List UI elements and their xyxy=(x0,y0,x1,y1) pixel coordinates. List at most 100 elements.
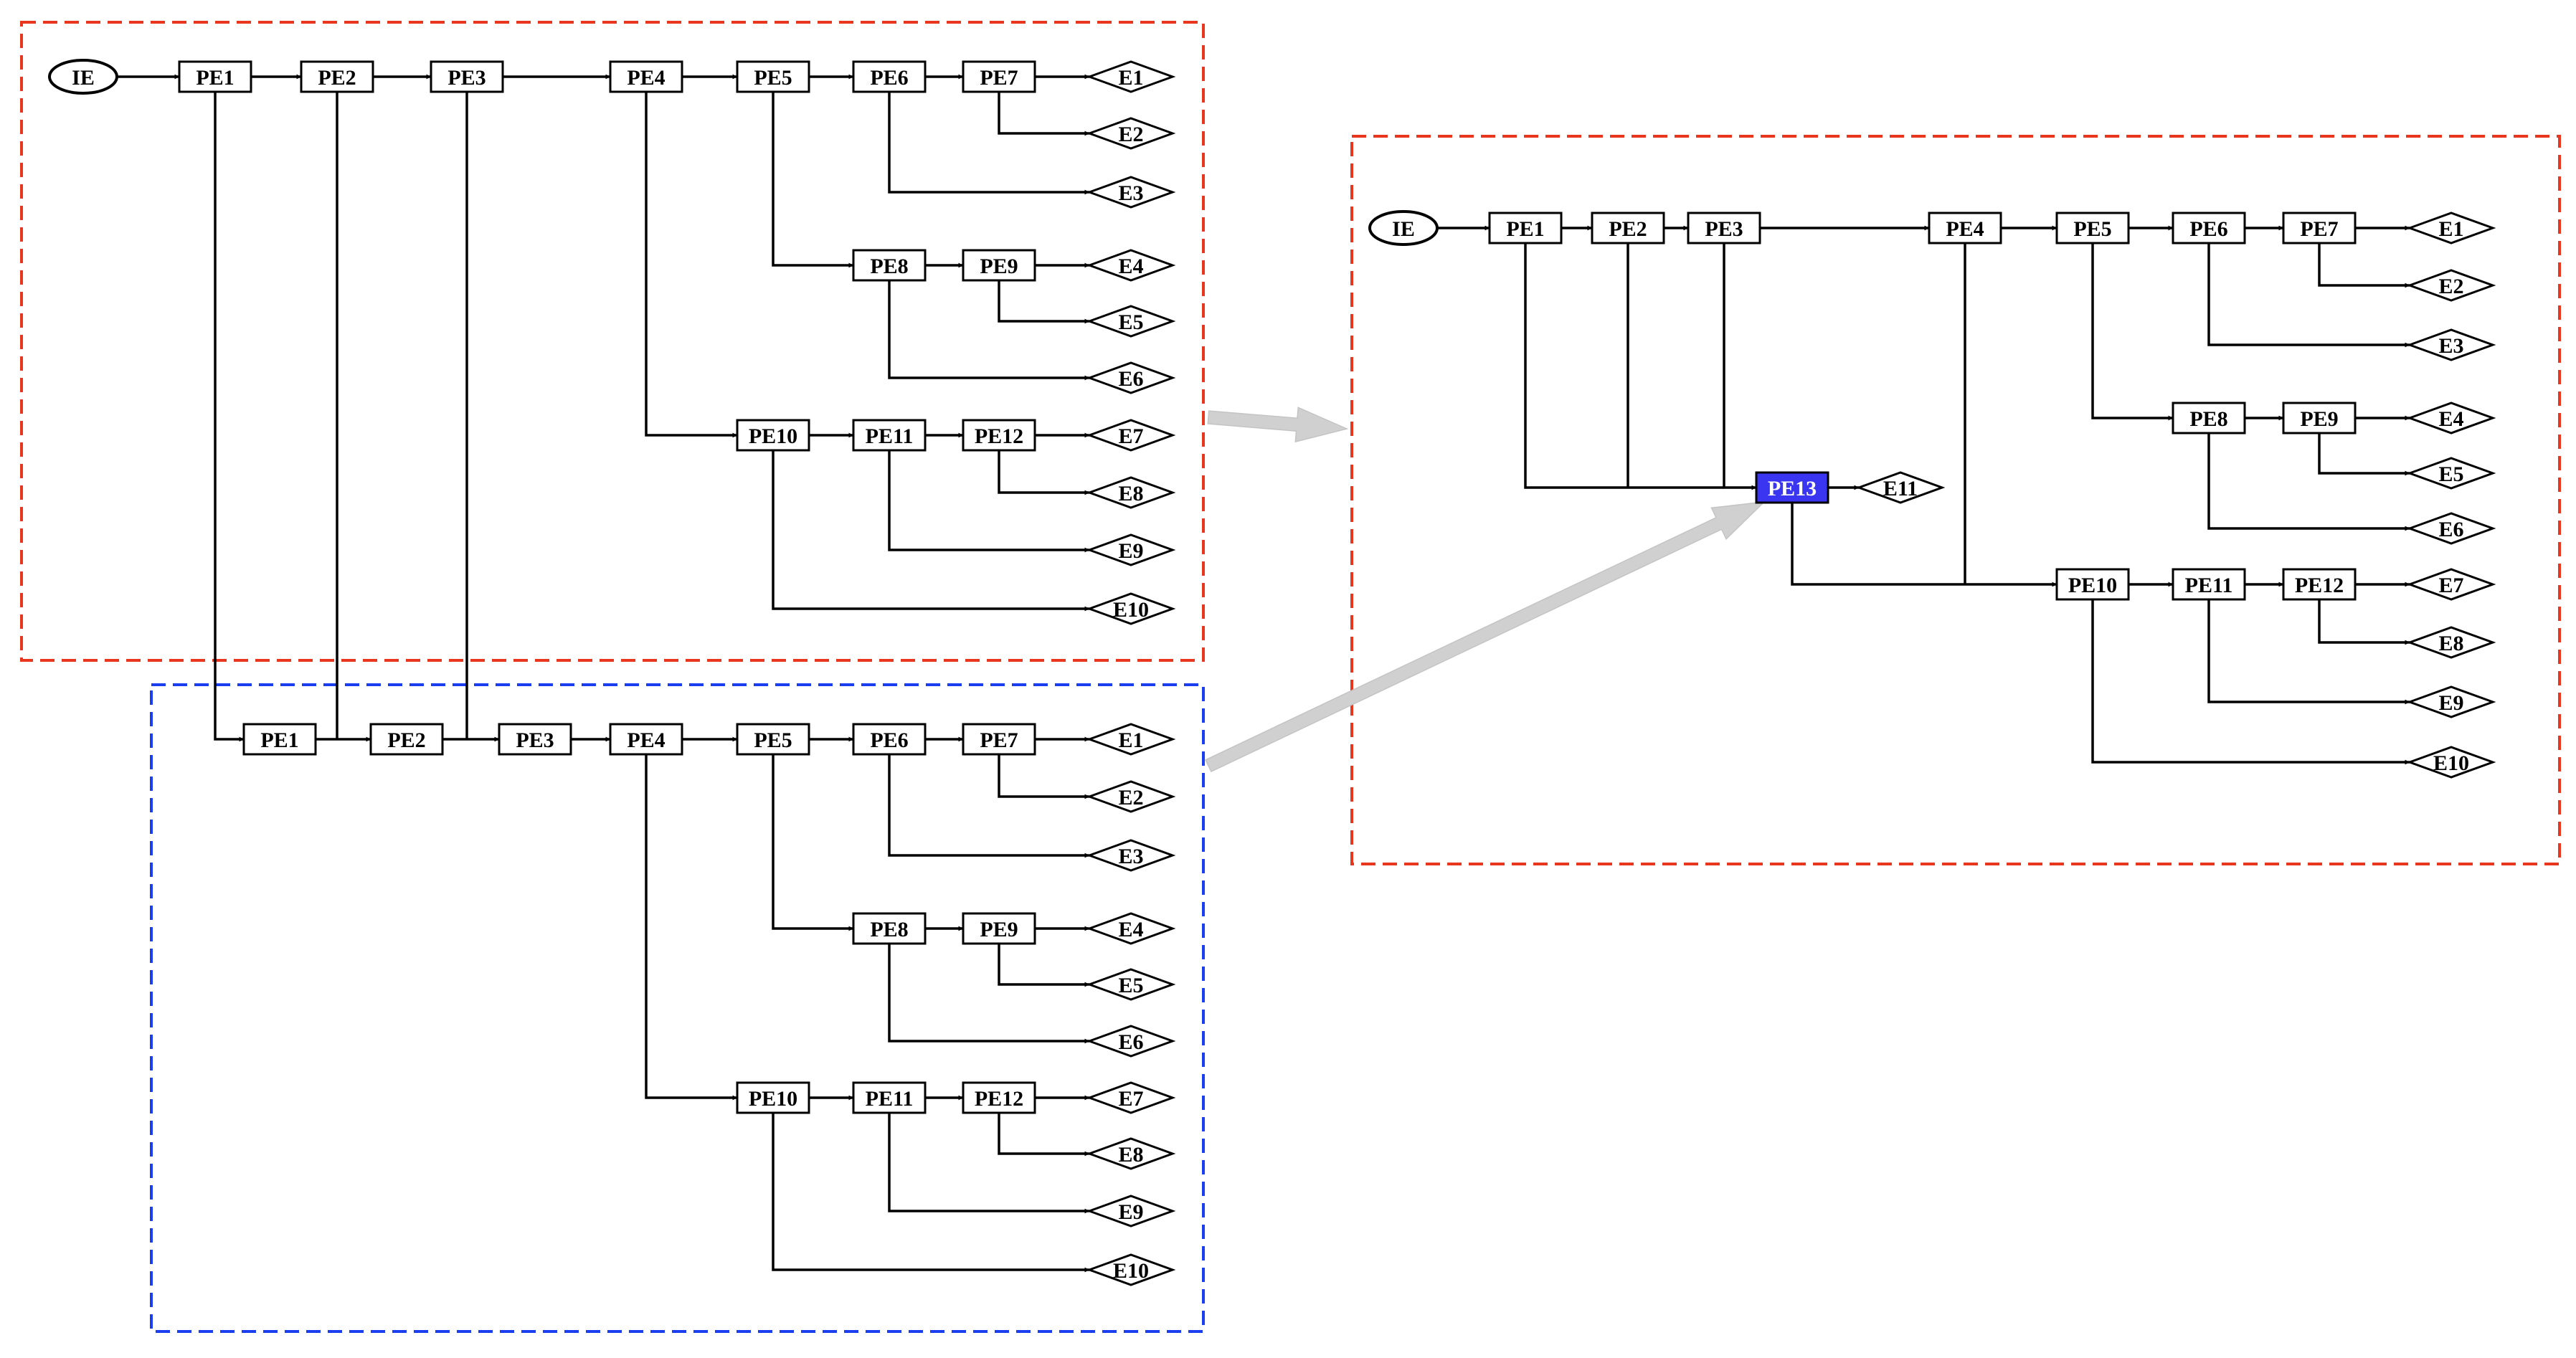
end-node-e6-merged: E6 xyxy=(2406,512,2496,545)
process-box xyxy=(962,1081,1036,1114)
end-label: E1 xyxy=(1118,66,1143,90)
process-box xyxy=(736,419,810,452)
process-box xyxy=(736,723,810,756)
process-node-pe3-original: PE3 xyxy=(430,60,504,93)
end-node-e7-variant: E7 xyxy=(1086,1081,1176,1114)
start-label: IE xyxy=(1392,217,1415,241)
edge-pe12-e8 xyxy=(998,450,1090,495)
edge-pe10-e10 xyxy=(772,450,1090,612)
process-box xyxy=(300,60,374,93)
process-node-pe1-original: PE1 xyxy=(178,60,252,93)
process-box xyxy=(2282,402,2357,435)
end-node-e6-variant: E6 xyxy=(1086,1025,1176,1058)
process-box xyxy=(852,723,927,756)
process-box xyxy=(1687,212,1761,244)
end-node-e1-variant: E1 xyxy=(1086,723,1176,756)
process-box xyxy=(430,60,504,93)
process-box xyxy=(1928,212,2002,244)
edge-pe4-pe10 xyxy=(645,92,738,438)
process-label: PE2 xyxy=(318,66,356,90)
process-node-pe7-original: PE7 xyxy=(962,60,1036,93)
end-diamond xyxy=(2406,746,2496,779)
process-node-pe8-original: PE8 xyxy=(852,249,927,282)
process-label: PE4 xyxy=(627,66,665,90)
end-label: E6 xyxy=(1118,367,1143,391)
process-box xyxy=(962,912,1036,945)
process-label: PE12 xyxy=(975,1087,1023,1111)
edge-pe6-e3 xyxy=(888,92,1090,195)
process-label: PE2 xyxy=(387,728,425,752)
end-diamond xyxy=(1086,176,1176,209)
process-box xyxy=(962,249,1036,282)
start-ellipse xyxy=(1368,210,1439,246)
end-diamond xyxy=(2406,328,2496,361)
end-label: E5 xyxy=(2438,462,2463,486)
end-label: E3 xyxy=(2438,334,2463,358)
end-label: E11 xyxy=(1883,477,1918,500)
end-diamond xyxy=(1086,60,1176,93)
end-node-e5-original: E5 xyxy=(1086,305,1176,338)
process-label: PE6 xyxy=(870,66,908,90)
process-node-pe8-variant: PE8 xyxy=(852,912,927,945)
end-node-e11-merged: E11 xyxy=(1855,471,1946,504)
process-box xyxy=(609,60,683,93)
process-label: PE10 xyxy=(749,1087,797,1111)
process-label: PE1 xyxy=(1506,217,1544,241)
end-node-e9-merged: E9 xyxy=(2406,685,2496,718)
end-label: E2 xyxy=(1118,786,1143,809)
end-diamond xyxy=(2406,626,2496,659)
process-node-pe6-merged: PE6 xyxy=(2172,212,2246,244)
process-box xyxy=(736,1081,810,1114)
end-diamond xyxy=(2406,269,2496,302)
process-node-pe10-merged: PE10 xyxy=(2055,568,2130,601)
frame-original-red xyxy=(20,21,1205,662)
process-box xyxy=(2055,568,2130,601)
end-diamond xyxy=(1086,117,1176,150)
process-label: PE1 xyxy=(196,66,234,90)
end-node-e2-merged: E2 xyxy=(2406,269,2496,302)
end-diamond xyxy=(2406,457,2496,490)
end-node-e7-merged: E7 xyxy=(2406,568,2496,601)
end-label: E10 xyxy=(1113,598,1149,622)
end-label: E7 xyxy=(1118,1087,1143,1111)
process-node-pe12-variant: PE12 xyxy=(962,1081,1036,1114)
process-label: PE5 xyxy=(754,728,792,752)
process-box xyxy=(2172,568,2246,601)
edge-pe11-e9 xyxy=(888,450,1090,553)
end-node-e4-merged: E4 xyxy=(2406,402,2496,435)
process-node-pe4-merged: PE4 xyxy=(1928,212,2002,244)
end-label: E3 xyxy=(1118,181,1143,205)
process-node-pe8-merged: PE8 xyxy=(2172,402,2246,435)
process-node-pe9-original: PE9 xyxy=(962,249,1036,282)
process-node-pe13-merged: PE13 xyxy=(1755,471,1829,504)
end-diamond xyxy=(1086,1195,1176,1228)
end-node-e1-merged: E1 xyxy=(2406,212,2496,244)
process-label: PE8 xyxy=(870,918,908,941)
edge-pe12-e8 xyxy=(2318,599,2410,645)
end-node-e6-original: E6 xyxy=(1086,361,1176,394)
end-label: E1 xyxy=(1118,728,1143,752)
end-label: E1 xyxy=(2438,217,2463,241)
process-node-pe1-variant: PE1 xyxy=(242,723,317,756)
end-node-e9-variant: E9 xyxy=(1086,1195,1176,1228)
end-diamond xyxy=(1086,1137,1176,1170)
end-diamond xyxy=(2406,685,2496,718)
process-label: PE6 xyxy=(870,728,908,752)
end-diamond xyxy=(1086,533,1176,566)
process-box xyxy=(852,1081,927,1114)
end-label: E9 xyxy=(1118,1200,1143,1224)
end-label: E2 xyxy=(1118,123,1143,146)
end-diamond xyxy=(1855,471,1946,504)
end-diamond xyxy=(2406,512,2496,545)
process-node-pe5-merged: PE5 xyxy=(2055,212,2130,244)
process-box xyxy=(2055,212,2130,244)
process-box xyxy=(178,60,252,93)
process-box xyxy=(2172,402,2246,435)
process-node-pe11-original: PE11 xyxy=(852,419,927,452)
end-label: E4 xyxy=(1118,918,1143,941)
end-diamond xyxy=(2406,212,2496,244)
process-label: PE8 xyxy=(870,255,908,278)
edge-pe11-e9 xyxy=(888,1113,1090,1214)
edge-pe3-pe13 xyxy=(1723,243,1757,490)
